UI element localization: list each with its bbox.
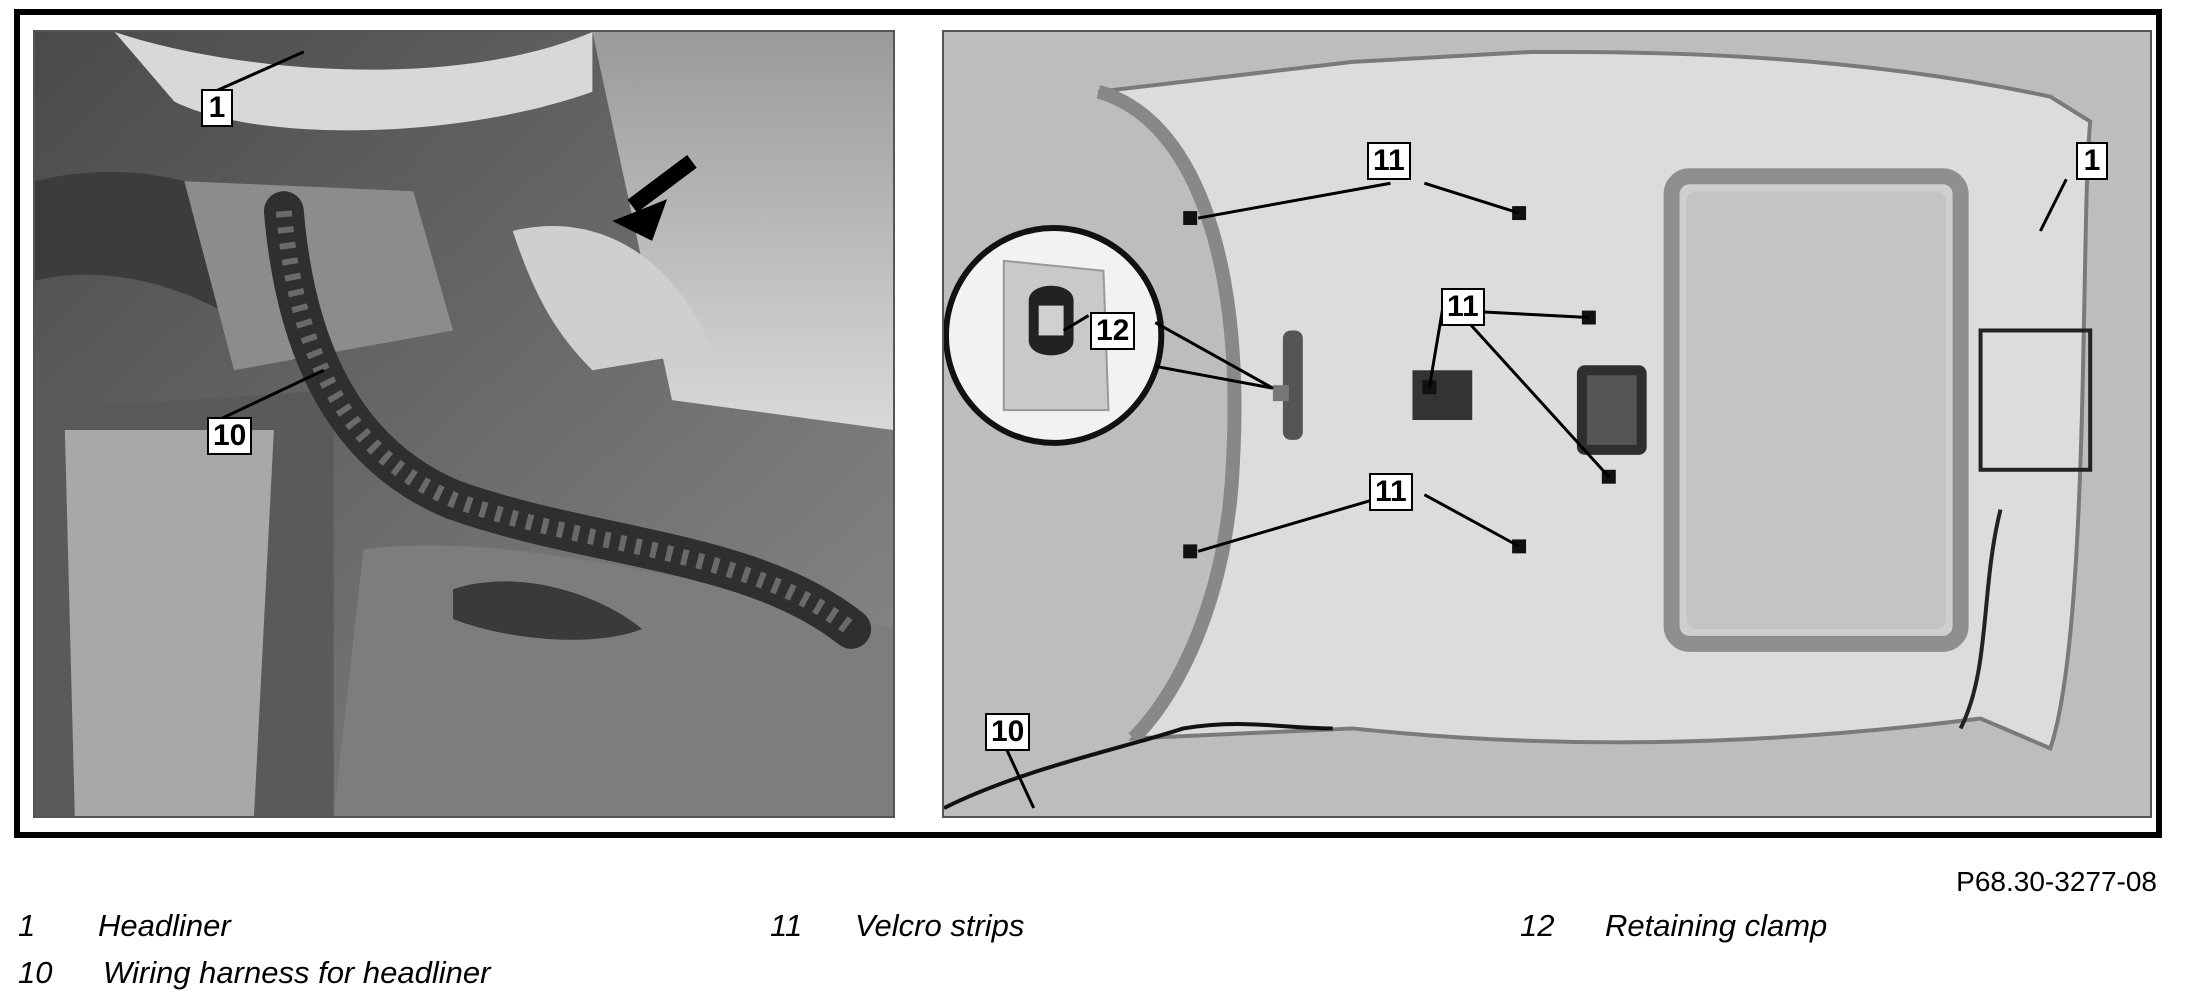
callout-headliner-left: 1 [201, 89, 233, 127]
photo-left-installed-view: 1 10 [33, 30, 895, 818]
legend-text: Wiring harness for headliner [103, 955, 491, 990]
callout-wiring-harness-left: 10 [207, 417, 253, 455]
legend-text: Retaining clamp [1605, 908, 1828, 943]
legend-item-wiring-harness: 10 Wiring harness for headliner [18, 955, 490, 991]
legend-number: 11 [770, 908, 803, 943]
photo-right-headliner-removed: 11 11 11 1 12 10 [942, 30, 2152, 818]
legend-item-retaining-clamp: 12 Retaining clamp [1520, 908, 1827, 944]
callout-velcro-top: 11 [1367, 142, 1411, 180]
legend-item-headliner: 1 Headliner [18, 908, 231, 944]
figure-id: P68.30-3277-08 [1956, 866, 2157, 897]
legend-text: Headliner [98, 908, 231, 943]
callout-velcro-middle: 11 [1441, 288, 1485, 326]
callout-retaining-clamp: 12 [1090, 312, 1136, 350]
photo-left-illustration [35, 32, 893, 816]
photo-right-illustration [944, 32, 2150, 816]
callout-headliner-right: 1 [2076, 142, 2108, 180]
legend-item-velcro-strips: 11 Velcro strips [770, 908, 1024, 944]
legend-number: 10 [18, 955, 53, 990]
legend-text: Velcro strips [855, 908, 1025, 943]
legend-number: 1 [18, 908, 36, 943]
callout-wiring-harness-right: 10 [985, 713, 1031, 751]
legend-number: 12 [1520, 908, 1555, 943]
callout-velcro-bottom: 11 [1369, 473, 1413, 511]
